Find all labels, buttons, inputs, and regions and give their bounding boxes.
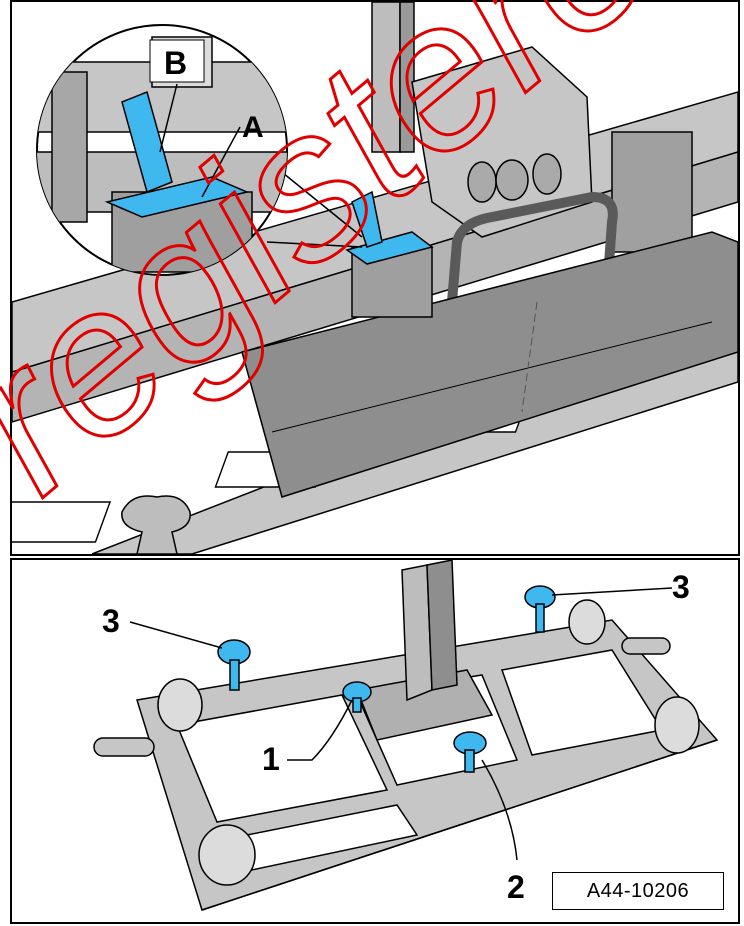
- device-housing: [411, 46, 693, 303]
- top-illustration: B A: [12, 2, 738, 554]
- leader-lines: [129, 587, 673, 861]
- bottom-panel-overview: 3 3 1 2 A44-10206: [10, 558, 740, 924]
- label-a-group: A: [201, 111, 264, 198]
- label-2: 2: [507, 869, 525, 905]
- knob-3-left: [217, 639, 251, 691]
- frame-wheels: [157, 599, 700, 886]
- top-panel-detail-view: B A: [10, 0, 740, 556]
- label-3-right: 3: [672, 569, 690, 605]
- knob-2: [453, 731, 487, 773]
- reflector-panel: [241, 231, 738, 498]
- label-b-group: B: [149, 39, 205, 153]
- label-1: 1: [262, 741, 280, 777]
- label-b: B: [164, 45, 187, 81]
- panel-bracket: [345, 190, 434, 318]
- knob-3-right: [524, 585, 556, 633]
- label-3-left: 3: [102, 603, 120, 639]
- label-a: A: [242, 111, 264, 144]
- figure-reference-code: A44-10206: [552, 872, 724, 910]
- clamp-knob: [121, 495, 191, 554]
- bottom-illustration: 3 3 1 2: [93, 560, 719, 911]
- frame-handles: [93, 637, 671, 757]
- column-mount: [355, 560, 494, 741]
- knob-1: [342, 681, 372, 713]
- vertical-column: [371, 2, 415, 153]
